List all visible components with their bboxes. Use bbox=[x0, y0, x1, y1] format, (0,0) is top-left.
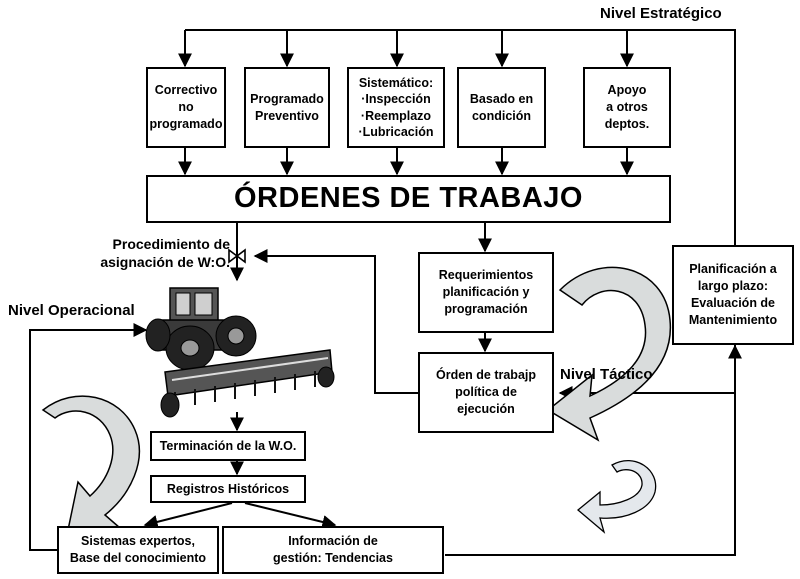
box-orden-politica: Órden de trabajp política de ejecución bbox=[418, 352, 554, 433]
label-nivel-tactico: Nivel Táctico bbox=[560, 366, 653, 383]
label-nivel-estrategico: Nivel Estratégico bbox=[600, 5, 722, 22]
label-procedimiento: Procedimiento de asignación de W:O. bbox=[100, 236, 230, 270]
label-nivel-operacional: Nivel Operacional bbox=[8, 302, 135, 319]
box-registros: Registros Históricos bbox=[150, 475, 306, 503]
box-ordenes-de-trabajo: ÓRDENES DE TRABAJO bbox=[146, 175, 671, 223]
box-informacion: Información de gestión: Tendencias bbox=[222, 526, 444, 574]
box-sistematico: Sistemático: ·Inspección ·Reemplazo ·Lub… bbox=[347, 67, 445, 148]
box-programado: Programado Preventivo bbox=[244, 67, 330, 148]
valve-icon bbox=[228, 244, 246, 264]
box-apoyo: Apoyo a otros deptos. bbox=[583, 67, 671, 148]
curved-arrow-tactical-shape bbox=[546, 266, 672, 442]
strategic-bus-line bbox=[185, 29, 736, 245]
box-terminacion: Terminación de la W.O. bbox=[150, 431, 306, 461]
box-sistemas-expertos: Sistemas expertos, Base del conocimiento bbox=[57, 526, 219, 574]
curved-arrow-operational-shape bbox=[41, 395, 140, 531]
curved-arrow-small-shape bbox=[576, 459, 657, 534]
box-correctivo: Correctivo no programado bbox=[146, 67, 226, 148]
box-basado: Basado en condición bbox=[457, 67, 546, 148]
box-planificacion: Planificación a largo plazo: Evaluación … bbox=[672, 245, 794, 345]
box-requerimientos: Requerimientos planificación y programac… bbox=[418, 252, 554, 333]
